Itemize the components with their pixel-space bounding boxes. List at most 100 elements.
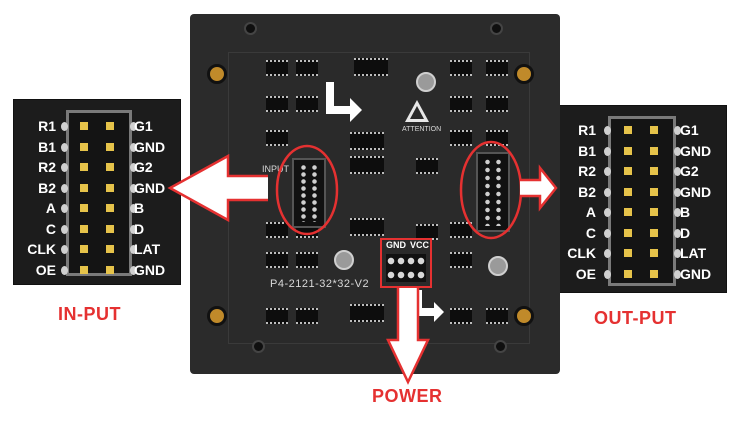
input-pin-dot-left <box>61 183 68 193</box>
input-pin-dot-left <box>61 224 68 234</box>
input-pin-dot-left <box>61 245 68 254</box>
output-pin-label-right: GND <box>680 265 712 282</box>
output-pin-row: CLK LAT <box>556 243 726 263</box>
input-pin-dot-left <box>61 122 68 131</box>
screw-hole-top-right <box>490 22 503 35</box>
input-pin-dot-left <box>61 163 68 172</box>
input-pin-label-right: D <box>134 220 145 237</box>
input-pin-square-left <box>80 245 88 253</box>
output-pin-square-right <box>650 187 658 196</box>
capacitor-left <box>334 250 354 270</box>
capacitor-right <box>488 256 508 276</box>
input-pin-label-left: R2 <box>38 159 56 175</box>
output-pin-label-left: B2 <box>578 183 596 200</box>
input-pin-dot-right <box>130 142 137 152</box>
input-pin-dot-right <box>130 245 137 254</box>
driver-chip <box>450 60 472 76</box>
input-pin-square-right <box>106 204 114 212</box>
output-pin-dot-left <box>604 228 611 238</box>
driver-chip <box>416 158 438 174</box>
output-pin-square-left <box>624 126 632 134</box>
output-pin-dot-right <box>674 187 681 197</box>
driver-chip <box>450 222 472 238</box>
input-pin-row: OE GND <box>14 260 180 280</box>
driver-chip <box>450 252 472 268</box>
input-pin-dot-right <box>130 204 137 213</box>
input-caption: IN-PUT <box>58 304 121 324</box>
input-pin-dot-right <box>130 122 137 131</box>
input-pin-dot-left <box>61 265 68 275</box>
output-pin-square-right <box>650 167 658 175</box>
input-pin-label-left: B2 <box>38 179 56 196</box>
input-connector-highlight <box>275 144 339 236</box>
input-pin-square-left <box>80 122 88 130</box>
output-pin-label-right: GND <box>680 183 712 200</box>
output-pin-square-right <box>650 249 658 257</box>
input-pin-square-right <box>106 265 114 274</box>
screw-hole-top-left <box>244 22 257 35</box>
input-pin-dot-left <box>61 204 68 213</box>
output-pin-dot-left <box>604 146 611 156</box>
driver-chip <box>350 304 384 322</box>
driver-chip <box>266 96 288 112</box>
input-pin-label-right: GND <box>134 179 166 196</box>
power-caption: POWER <box>372 386 443 406</box>
driver-chip <box>350 218 384 236</box>
output-pin-square-left <box>624 187 632 196</box>
input-arrow-icon <box>167 153 268 223</box>
output-pin-label-right: G2 <box>680 163 699 179</box>
output-pin-dot-left <box>604 187 611 197</box>
input-pin-label-right: G2 <box>134 159 153 175</box>
output-pin-dot-right <box>674 249 681 258</box>
board-attention-label: ATTENTION <box>402 126 442 133</box>
driver-chip <box>450 308 472 324</box>
input-pin-square-left <box>80 142 88 151</box>
driver-chip <box>354 58 388 76</box>
driver-chip <box>450 96 472 112</box>
output-pin-label-left: CLK <box>567 245 596 261</box>
board-power-connector: GND VCC <box>380 238 432 288</box>
driver-chip <box>350 156 384 174</box>
input-pin-square-left <box>80 183 88 192</box>
power-gnd-label: GND <box>386 240 406 250</box>
screw-hole-bottom-left <box>252 340 265 353</box>
output-pin-label-right: B <box>680 204 691 220</box>
output-pin-dot-left <box>604 167 611 176</box>
input-pin-dot-right <box>130 224 137 234</box>
output-pin-label-left: R2 <box>578 163 596 179</box>
input-pin-label-left: C <box>45 220 56 237</box>
output-pin-dot-left <box>604 249 611 258</box>
output-pin-label-right: LAT <box>680 245 707 261</box>
input-pin-row: B2 GND <box>14 178 180 198</box>
driver-chip <box>450 130 472 146</box>
board-model-label: P4-2121-32*32-V2 <box>270 278 370 290</box>
input-pin-label-right: GND <box>134 261 166 278</box>
input-pin-label-right: GND <box>134 138 166 155</box>
power-vcc-label: VCC <box>410 240 430 250</box>
output-pin-label-right: GND <box>680 142 712 159</box>
input-pin-square-right <box>106 163 114 171</box>
driver-chip <box>296 96 318 112</box>
input-header-outline <box>66 110 132 276</box>
input-pin-label-left: OE <box>35 261 56 278</box>
driver-chip <box>266 252 288 268</box>
driver-chip <box>296 308 318 324</box>
input-pin-dot-right <box>130 183 137 193</box>
output-pin-square-left <box>624 146 632 155</box>
input-pin-square-left <box>80 163 88 171</box>
input-pin-dot-left <box>61 142 68 152</box>
board-input-label: INPUT <box>262 164 289 174</box>
driver-chip <box>486 96 508 112</box>
output-pin-dot-right <box>674 228 681 238</box>
power-arrow-icon <box>386 288 430 385</box>
input-pin-label-left: R1 <box>38 118 56 134</box>
